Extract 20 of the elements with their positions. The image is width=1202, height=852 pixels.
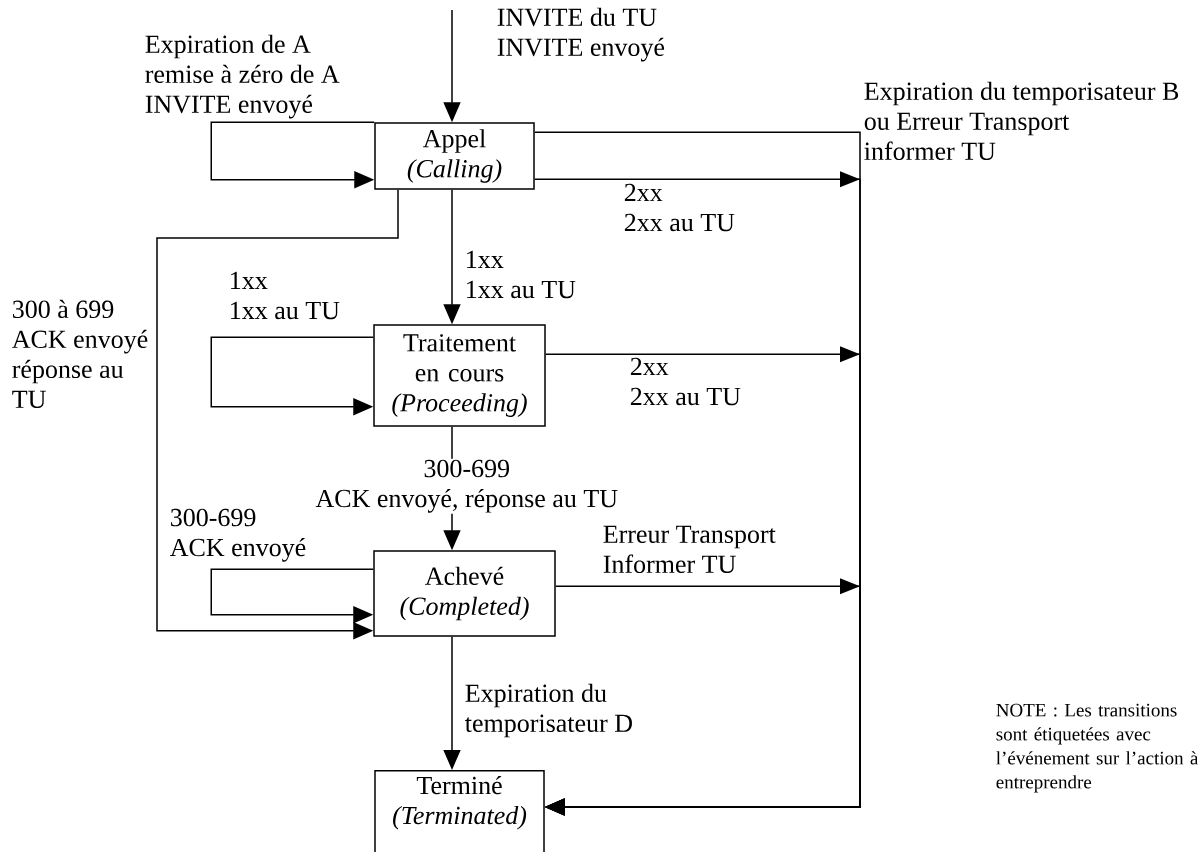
arrow <box>210 336 374 416</box>
edge-label: Expiration du temporisateur B ou Erreur Transport informer TU <box>864 81 1179 161</box>
edge-label: 300-699 ACK envoyé, réponse au TU <box>300 458 633 514</box>
edge-label: 1xx 1xx au TU <box>231 271 340 320</box>
edge-label: 2xx 2xx au TU <box>624 183 735 232</box>
edge-label: 1xx 1xx au TU <box>467 250 576 299</box>
edge-label: Erreur Transport Informer TU <box>603 525 776 574</box>
arrow <box>156 189 399 640</box>
edge-label: Expiration du temporisateur D <box>465 683 632 738</box>
edge-label: 2xx 2xx au TU <box>630 357 741 406</box>
state-box: Traitement en cours (Proceeding) <box>373 324 546 427</box>
edge-label: Expiration de A remise à zéro de A INVITE envoyé <box>145 34 340 119</box>
arrow <box>210 121 375 189</box>
state-box: Achevé (Completed) <box>373 550 556 637</box>
arrow <box>210 568 374 624</box>
state-box: Terminé (Terminated) <box>374 770 545 852</box>
note-text: NOTE : Les transitions sont étiquetées avec l’événement sur l’action à entreprendre <box>996 703 1199 793</box>
edge-label: INVITE du TU INVITE envoyé <box>497 7 665 62</box>
state-box: Appel (Calling) <box>374 122 535 190</box>
edge-label: 300 à 699 ACK envoyé réponse au TU <box>12 299 148 409</box>
